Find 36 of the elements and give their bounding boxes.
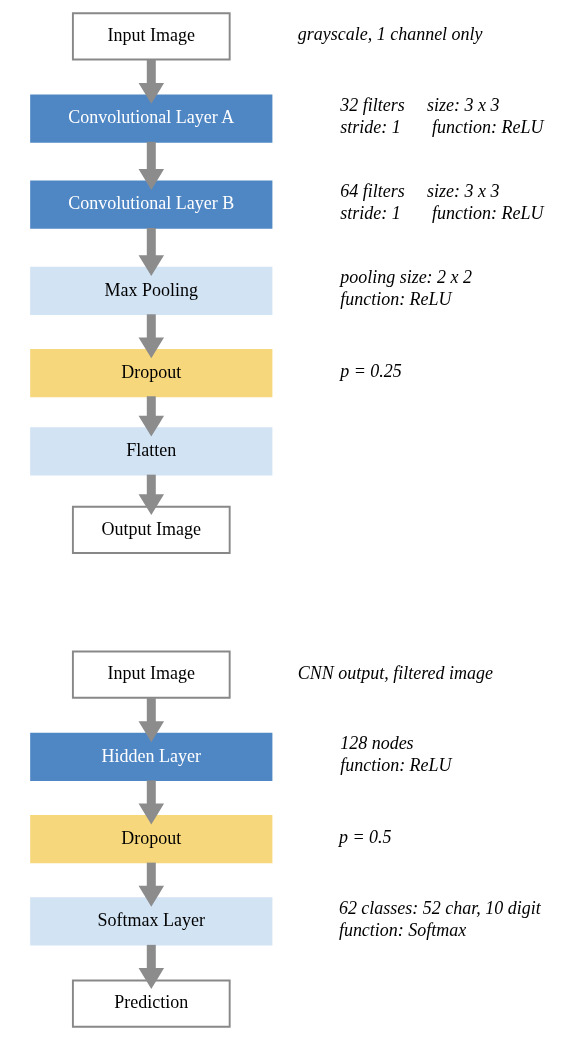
node-label: 64 filters size: 3 x 3	[339, 181, 500, 202]
node-box: Dropout	[29, 815, 272, 864]
node-label: 32 filters size: 3 x 3	[339, 95, 500, 116]
node-box: Input Image	[71, 650, 231, 699]
node-label: stride: 1 function: ReLU	[339, 117, 543, 137]
node-box: Prediction	[71, 979, 231, 1028]
arrow	[138, 944, 164, 989]
node-box: Output Image	[71, 505, 231, 554]
arrow	[138, 141, 164, 190]
arrow	[138, 314, 164, 359]
node-box: Dropout	[29, 348, 272, 398]
arrow	[138, 698, 164, 743]
node-label: grayscale, 1 channel only	[297, 24, 483, 45]
node-label: CNN output, filtered image	[297, 662, 493, 683]
node-box: Convolutional Layer A	[29, 94, 272, 143]
node-box: Max Pooling	[29, 266, 272, 315]
node-label: 62 classes: 52 char, 10 digit	[338, 897, 541, 918]
node-label: function: ReLU	[339, 289, 452, 310]
node-box: Hidden Layer	[29, 732, 272, 781]
node-label: pooling size: 2 x 2	[339, 267, 472, 288]
arrow	[138, 474, 164, 515]
node-label: 128 nodes	[339, 733, 414, 754]
arrow	[138, 780, 164, 825]
node-label: function: Softmax	[338, 919, 466, 940]
arrow	[138, 227, 164, 277]
node-label: stride: 1 function: ReLU	[339, 203, 543, 224]
node-box: Flatten	[29, 427, 272, 476]
arrow	[138, 59, 164, 104]
node-box: Input Image	[71, 12, 231, 61]
node-label: p = 0.5	[338, 827, 392, 848]
node-box: Convolutional Layer B	[29, 180, 272, 229]
node-label: p = 0.25	[339, 361, 402, 382]
arrow	[138, 862, 164, 907]
arrow	[138, 396, 164, 437]
node-box: Softmax Layer	[29, 897, 272, 946]
node-label: function: ReLU	[339, 755, 452, 776]
